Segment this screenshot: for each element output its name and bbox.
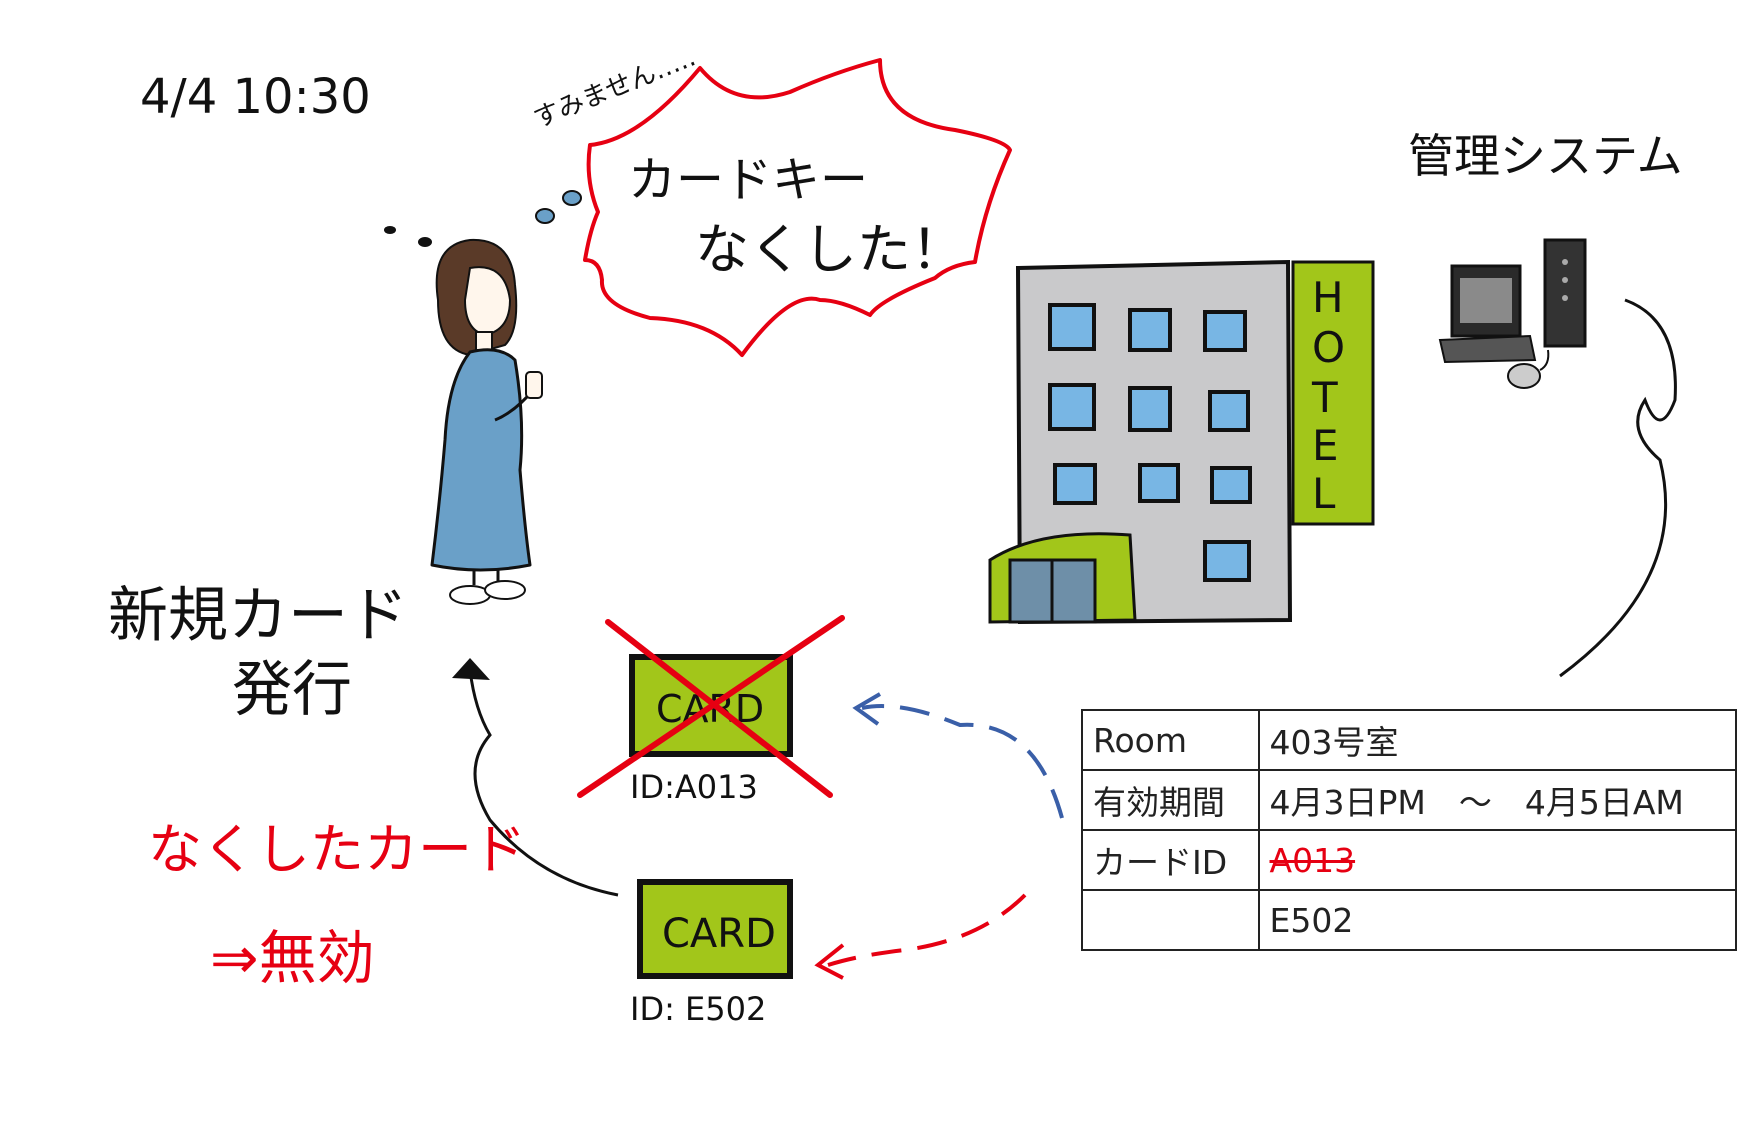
table-cell-value: 403号室 [1257,709,1737,771]
table-row: E502 [1081,889,1737,951]
table-cell-value-struck: A013 [1257,829,1737,891]
table-cell-value: E502 [1257,889,1737,951]
speech-line-1: カードキー [628,152,868,208]
table-cell-key [1081,889,1260,951]
arrow-to-new-card [827,893,1027,967]
hotel-sign-o: O [1312,323,1345,372]
issue-arrow [468,669,619,897]
table-row: Room 403号室 [1081,709,1737,771]
new-card-note-line-2: 発行 [232,655,352,725]
table-cell-key: Room [1081,709,1260,771]
hotel-sign-h: H [1312,273,1344,322]
old-card-id: ID:A013 [630,768,758,806]
lost-card-note-line-1: なくしたカード [148,818,526,881]
new-card-id: ID: E502 [630,990,766,1028]
timestamp: 4/4 10:30 [140,69,371,125]
table-row: カードID A013 [1081,829,1737,891]
system-label: 管理システム [1408,129,1683,183]
new-card-label: CARD [662,911,776,957]
hotel-sign-e: E [1312,421,1339,470]
old-card: CARD ID:A013 [577,615,845,806]
cancel-cross [577,615,845,798]
new-card-note-line-1: 新規カード [108,581,408,651]
hotel-building [988,259,1375,625]
speech-burst [583,58,1012,357]
table-cell-key: 有効期間 [1081,769,1260,831]
speech-line-2: なくした！ [695,218,965,281]
guest-figure [430,238,543,605]
thought-dots [384,190,582,247]
table-cell-key: カードID [1081,829,1260,891]
arrow-to-old-card [861,704,1064,819]
table-cell-value: 4月3日PM ～ 4月5日AM [1257,769,1737,831]
lost-card-note-line-2: ⇒無効 [210,924,375,992]
table-row: 有効期間 4月3日PM ～ 4月5日AM [1081,769,1737,831]
struck-card-id: A013 [1269,840,1356,880]
hotel-sign-t: T [1311,373,1338,422]
new-card: CARD ID: E502 [630,879,793,1028]
hotel-sign-l: L [1312,469,1336,518]
computer-icon [1438,238,1677,678]
management-record-table: Room 403号室 有効期間 4月3日PM ～ 4月5日AM カードID A0… [1081,709,1737,951]
